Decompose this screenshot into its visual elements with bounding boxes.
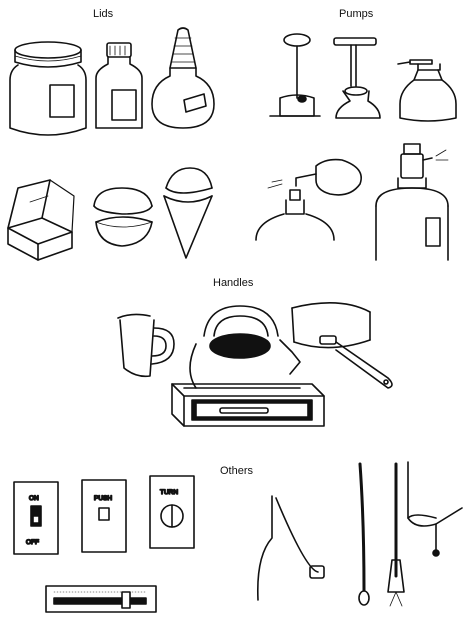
kettle-illustration bbox=[183, 305, 301, 389]
heading-others: Others bbox=[220, 465, 254, 477]
switch-off-label: OFF bbox=[26, 539, 39, 546]
heading-lids: Lids bbox=[93, 8, 114, 20]
box-illustration bbox=[7, 179, 75, 261]
mug-illustration bbox=[117, 313, 175, 378]
dial-plate-illustration: TURN bbox=[149, 475, 195, 549]
atomizer-illustration bbox=[255, 158, 362, 241]
light-switch-illustration: ON OFF bbox=[13, 481, 59, 555]
tassel-cord-illustration bbox=[387, 462, 405, 607]
plunger-pump-illustration bbox=[269, 33, 321, 117]
heading-handles: Handles bbox=[213, 277, 254, 289]
polish-bottle-illustration bbox=[151, 27, 215, 129]
heading-pumps: Pumps bbox=[339, 8, 374, 20]
shade-pull-illustration bbox=[407, 461, 463, 557]
jar-illustration bbox=[9, 41, 87, 136]
crank-illustration bbox=[256, 495, 325, 601]
spray-can-illustration bbox=[375, 143, 449, 261]
push-label: PUSH bbox=[94, 495, 112, 502]
pull-cord-illustration bbox=[358, 462, 370, 606]
switch-on-label: ON bbox=[29, 495, 39, 502]
push-button-plate-illustration: PUSH bbox=[81, 479, 127, 553]
t-handle-pump-illustration bbox=[333, 37, 381, 119]
soap-pump-illustration bbox=[397, 59, 457, 122]
bottle-illustration bbox=[95, 42, 143, 129]
compact-illustration bbox=[93, 187, 153, 247]
turn-label: TURN bbox=[160, 489, 178, 496]
drawer-illustration bbox=[171, 383, 325, 427]
slider-illustration bbox=[45, 585, 157, 613]
frying-pan-illustration bbox=[291, 302, 393, 389]
cone-cap-illustration bbox=[163, 167, 213, 259]
